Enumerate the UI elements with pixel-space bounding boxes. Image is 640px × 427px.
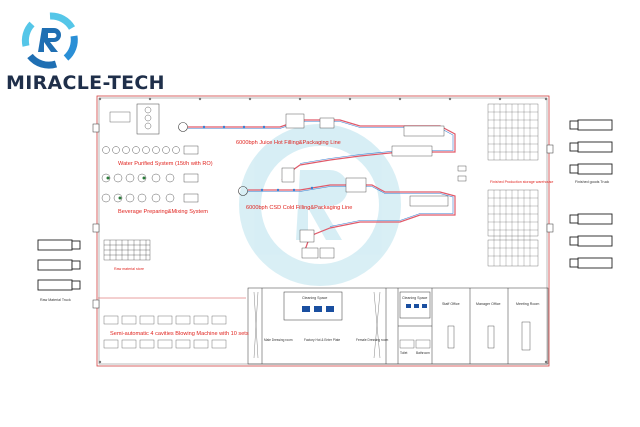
water-system-label: Water Purified System (15t/h with RO) [118,161,213,167]
cleaning-space-2: Cleaning Space [402,296,428,300]
factory-entrance: Factory Hot & Enter Plate [304,338,341,342]
toilet: Toilet [400,351,408,355]
blowing-machine-label: Semi-automatic 4 cavities Blowing Machin… [110,331,249,337]
hot-fill-line-label: 6000bph Juice Hot Filling&Packaging Line [236,140,341,146]
cleaning-space-1: Cleaning Space [302,296,328,300]
cold-fill-line-label: 6000bph CSD Cold Filling&Packaging Line [246,205,353,211]
truck-icon [569,119,613,269]
truck-right-label: Finished goods Truck [575,180,610,184]
truck-icon [37,239,81,291]
brand-name: MIRACLE-TECH [6,72,165,94]
truck-left-label: Raw Material Truck [40,298,71,302]
beverage-prep-label: Beverage Preparing&Mixing System [118,209,208,215]
watermark-gear-icon [239,124,401,286]
male-dressing: Male Dressing room [264,338,293,342]
blowing-machines [103,315,227,349]
finished-store-label: Finished Production storage warehouse [490,180,554,184]
raw-material-store-label: Raw material store [114,267,144,271]
meeting-room: Meeting Room [516,302,540,306]
finished-storage-racks [487,103,539,267]
office-block [247,287,549,365]
miracle-tech-logo-icon [21,12,78,69]
manager-office: Manager Office [476,302,501,306]
bathroom: Bathroom [416,351,430,355]
female-dressing: Female Dressing room [356,338,389,342]
staff-office: Staff Office [442,302,460,306]
